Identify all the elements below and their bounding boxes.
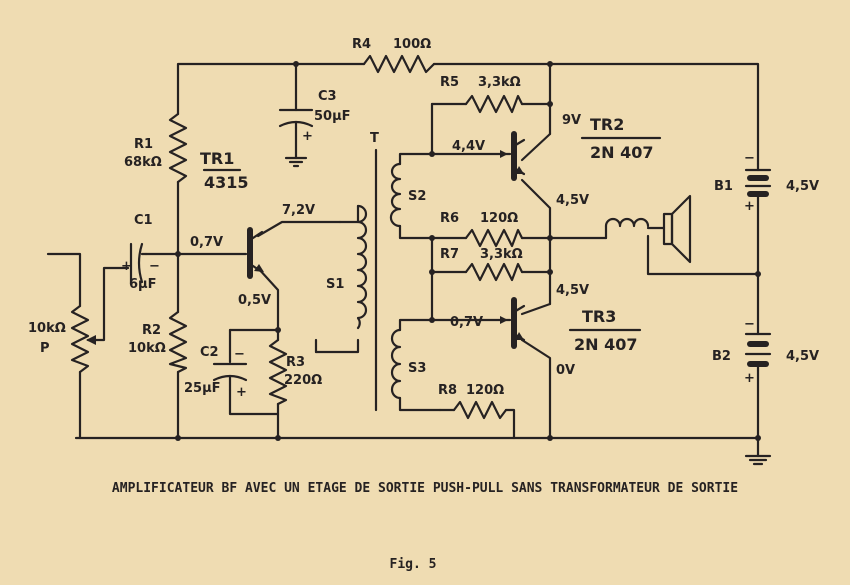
r5-value: 3,3kΩ (478, 75, 521, 90)
v-tr3-collector: 4,5V (556, 283, 589, 298)
c2-value: 25µF (184, 381, 221, 396)
b2-minus: − (744, 317, 755, 332)
figure-label: Fig. 5 (390, 557, 437, 572)
battery-b1: B1 4,5V − + (714, 151, 819, 214)
tr3-type: 2N 407 (574, 335, 638, 354)
r6-value: 120Ω (480, 211, 518, 226)
resistor-r5: R5 3,3kΩ (440, 75, 524, 114)
voltage-labels: 0,7V 7,2V 0,5V 4,4V 9V 4,5V 4,5V 0,7V 0V (190, 113, 589, 378)
capacitor-c2: C2 − + 25µF (184, 345, 248, 400)
r4-ref: R4 (352, 37, 371, 52)
s3-label: S3 (408, 361, 426, 376)
r6-ref: R6 (440, 211, 459, 226)
b2-ref: B2 (712, 349, 731, 364)
b2-value: 4,5V (786, 349, 819, 364)
r1-value: 68kΩ (124, 155, 162, 170)
transistor-tr1: TR1 4315 (200, 149, 264, 279)
resistor-r3: R3 220Ω (268, 328, 322, 406)
c1-ref: C1 (134, 213, 153, 228)
v-tr3-base: 0,7V (450, 315, 483, 330)
c3-plus: + (302, 129, 313, 144)
c1-minus: − (149, 259, 160, 274)
r7-value: 3,3kΩ (480, 247, 523, 262)
wiring (46, 62, 760, 458)
speaker (604, 194, 692, 264)
diagram-caption: AMPLIFICATEUR BF AVEC UN ETAGE DE SORTIE… (112, 481, 738, 496)
v-tr2-collector: 9V (562, 113, 581, 128)
tr1-type: 4315 (204, 173, 249, 192)
r1-ref: R1 (134, 137, 153, 152)
v-tr1-collector: 7,2V (282, 203, 315, 218)
resistor-r2: R2 10kΩ (128, 310, 188, 374)
transformer-t: T S1 S2 S3 (326, 131, 426, 412)
resistor-r1: R1 68kΩ (124, 112, 188, 184)
v-tr1-emitter: 0,5V (238, 293, 271, 308)
v-tr2-emitter: 4,5V (556, 193, 589, 208)
r8-value: 120Ω (466, 383, 504, 398)
v-tr3-emitter: 0V (556, 363, 575, 378)
s1-label: S1 (326, 277, 344, 292)
t-ref: T (370, 131, 379, 146)
resistor-r4: R4 100Ω (352, 37, 436, 74)
b1-value: 4,5V (786, 179, 819, 194)
b1-plus: + (744, 199, 755, 214)
ground-main (744, 454, 772, 466)
c2-plus: + (236, 385, 247, 400)
v-tr1-base: 0,7V (190, 235, 223, 250)
transistor-tr3: TR3 2N 407 (500, 297, 642, 354)
c1-plus: + (121, 259, 132, 274)
b1-ref: B1 (714, 179, 733, 194)
junction-dots (175, 61, 761, 441)
p-ref: P (40, 341, 50, 356)
r2-value: 10kΩ (128, 341, 166, 356)
r7-ref: R7 (440, 247, 459, 262)
r3-value: 220Ω (284, 373, 322, 388)
tr2-ref: TR2 (590, 115, 624, 134)
s2-label: S2 (408, 189, 426, 204)
resistor-r8: R8 120Ω (438, 383, 508, 420)
r3-ref: R3 (286, 355, 305, 370)
resistor-r7: R7 3,3kΩ (440, 247, 524, 282)
c3-value: 50µF (314, 109, 351, 124)
potentiometer-p: 10kΩ P (28, 304, 98, 374)
c1-value: 6µF (129, 277, 157, 292)
capacitor-c3: C3 50µF + (278, 89, 351, 144)
r8-ref: R8 (438, 383, 457, 398)
ground-c3 (284, 156, 308, 168)
transistor-tr2: TR2 2N 407 (500, 115, 662, 181)
c2-ref: C2 (200, 345, 219, 360)
r5-ref: R5 (440, 75, 459, 90)
battery-b2: B2 4,5V − + (712, 317, 819, 386)
c2-minus: − (234, 347, 245, 362)
c3-ref: C3 (318, 89, 337, 104)
tr1-ref: TR1 (200, 149, 234, 168)
tr3-ref: TR3 (582, 307, 616, 326)
r2-ref: R2 (142, 323, 161, 338)
p-value: 10kΩ (28, 321, 66, 336)
v-tr2-base: 4,4V (452, 139, 485, 154)
b1-minus: − (744, 151, 755, 166)
capacitor-c1: C1 + − 6µF (121, 213, 160, 292)
b2-plus: + (744, 371, 755, 386)
resistor-r6: R6 120Ω (440, 211, 524, 248)
tr2-type: 2N 407 (590, 143, 654, 162)
r4-value: 100Ω (393, 37, 431, 52)
